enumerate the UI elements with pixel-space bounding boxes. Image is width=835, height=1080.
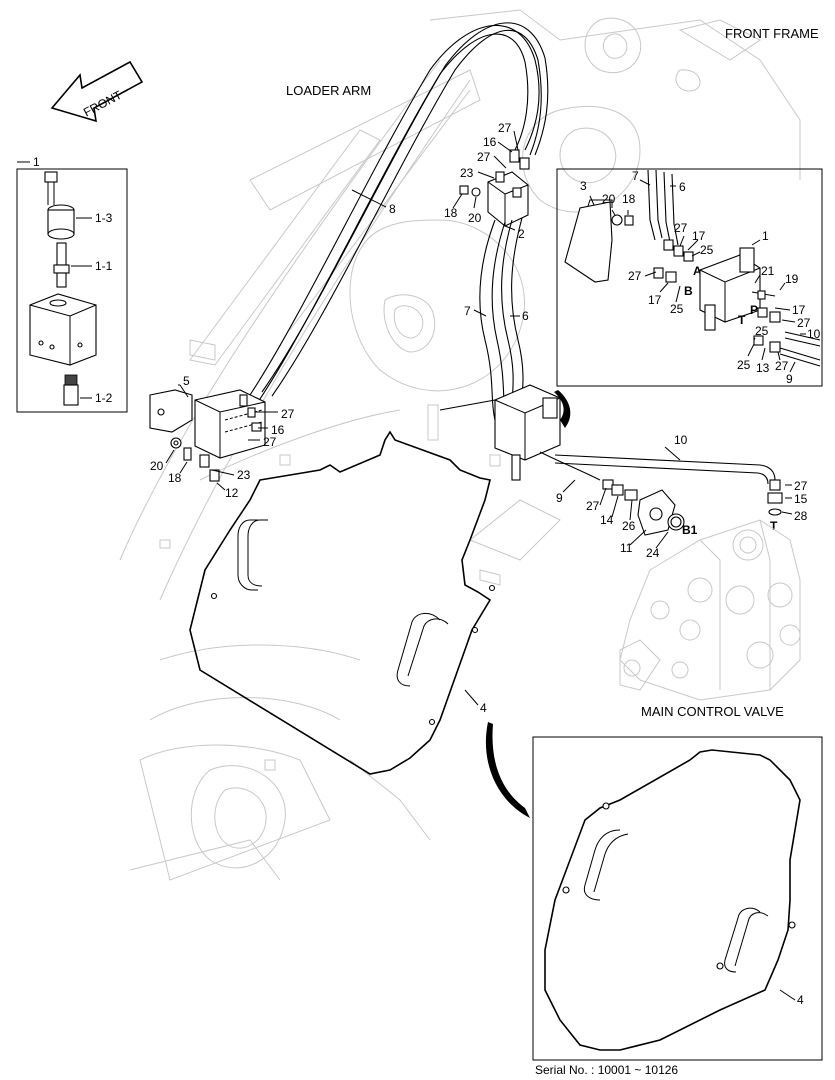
- callout-1-detail: 1: [762, 229, 769, 243]
- callout-16-top: 16: [483, 135, 497, 149]
- callout-10-detail: 10: [807, 327, 821, 341]
- port-a-label: A: [693, 264, 702, 278]
- t-port-fittings: 27 15 28 T: [767, 479, 808, 533]
- callout-27-detail-a: 27: [674, 221, 688, 235]
- callout-1-3: 1-3: [95, 211, 113, 225]
- callout-28: 28: [794, 509, 808, 523]
- callout-26: 26: [622, 519, 636, 533]
- callout-18-left: 18: [168, 471, 182, 485]
- callout-1: 1: [33, 155, 40, 169]
- callout-20-detail: 20: [602, 192, 616, 206]
- callout-18-detail: 18: [622, 192, 636, 206]
- callout-25-detail-b: 25: [670, 302, 684, 316]
- callout-16-left: 16: [271, 423, 285, 437]
- callout-2: 2: [518, 227, 525, 241]
- port-t-label: T: [770, 519, 778, 533]
- callout-17-detail-b: 17: [648, 293, 662, 307]
- callout-14: 14: [600, 513, 614, 527]
- port-b1-label: B1: [682, 523, 698, 537]
- callout-23-left: 23: [237, 468, 251, 482]
- callout-4-detail: 4: [797, 993, 804, 1007]
- solenoid-valve-detail-box: 3 20 18 7 6 27 17 25 A 1: [556, 168, 823, 387]
- callout-21-detail: 21: [761, 264, 775, 278]
- callout-1-1: 1-1: [95, 259, 113, 273]
- cover-plate-detail-box: 4: [532, 736, 823, 1061]
- center-solenoid-valve: [439, 384, 601, 481]
- port-t-detail-label: T: [738, 313, 746, 327]
- callout-27-t: 27: [794, 479, 808, 493]
- detail-arrow-center: [554, 390, 571, 428]
- callout-3-detail: 3: [580, 179, 587, 193]
- callout-12: 12: [225, 486, 239, 500]
- callout-27-left-a: 27: [281, 407, 295, 421]
- serial-number-label: Serial No. : 10001 ~ 10126: [535, 1063, 678, 1077]
- callout-10-center: 10: [674, 433, 688, 447]
- detail-indicator-arrow: [485, 722, 530, 818]
- callout-17-detail-a: 17: [692, 229, 706, 243]
- callout-9-center: 9: [556, 491, 563, 505]
- b1-port-fittings: 27 14 26 B1 11 24: [586, 479, 698, 560]
- callout-18-top: 18: [444, 206, 458, 220]
- callout-20-left: 20: [150, 459, 164, 473]
- callout-27-detail-b: 27: [628, 269, 642, 283]
- hose-assembly-8: 8: [247, 22, 549, 403]
- left-manifold-block-5: 5 27 16 27 20 18 23 12: [149, 374, 295, 500]
- callout-27-left-b: 27: [263, 435, 277, 449]
- callout-5: 5: [183, 374, 190, 388]
- callout-1-2: 1-2: [95, 391, 113, 405]
- front-arrow-label: FRONT: [81, 87, 125, 119]
- callout-23-top: 23: [460, 166, 474, 180]
- callout-13-detail: 13: [756, 361, 770, 375]
- callout-11: 11: [620, 541, 633, 555]
- callout-8: 8: [389, 202, 396, 216]
- callout-6-center: 6: [522, 309, 529, 323]
- main-control-valve-body: [619, 519, 801, 701]
- callout-25-detail-a: 25: [700, 243, 714, 257]
- front-frame-label: FRONT FRAME: [725, 26, 819, 41]
- callout-25-detail-c: 25: [755, 324, 769, 338]
- callout-17-detail-c: 17: [792, 303, 806, 317]
- main-control-valve-label: MAIN CONTROL VALVE: [641, 704, 784, 719]
- callout-27-top-a: 27: [498, 121, 512, 135]
- callout-27-b1: 27: [586, 499, 600, 513]
- callout-9-detail: 9: [786, 372, 793, 386]
- callout-24: 24: [646, 546, 660, 560]
- hose-10: 10 9: [554, 433, 776, 505]
- loader-arm-label: LOADER ARM: [286, 83, 371, 98]
- callout-20-top: 20: [468, 211, 482, 225]
- upper-center-block-2: 27 16 27 23 18 20 2: [444, 121, 530, 241]
- callout-15: 15: [794, 492, 808, 506]
- solenoid-valve-exploded-view: 1 1-3 1-1 1-2: [16, 155, 128, 413]
- callout-7-detail: 7: [632, 169, 639, 183]
- callout-27-detail-d: 27: [775, 359, 789, 373]
- front-direction-arrow: FRONT: [50, 60, 144, 123]
- callout-25-detail-d: 25: [737, 358, 751, 372]
- callout-4-main: 4: [480, 701, 487, 715]
- callout-27-detail-c: 27: [797, 316, 811, 330]
- port-p-label: P: [750, 303, 758, 317]
- callout-7-center: 7: [464, 304, 471, 318]
- callout-19-detail: 19: [785, 272, 799, 286]
- port-b-label: B: [684, 284, 693, 298]
- cover-plate-4: 4: [189, 430, 496, 775]
- callout-6-detail: 6: [679, 180, 686, 194]
- callout-27-top-b: 27: [477, 150, 491, 164]
